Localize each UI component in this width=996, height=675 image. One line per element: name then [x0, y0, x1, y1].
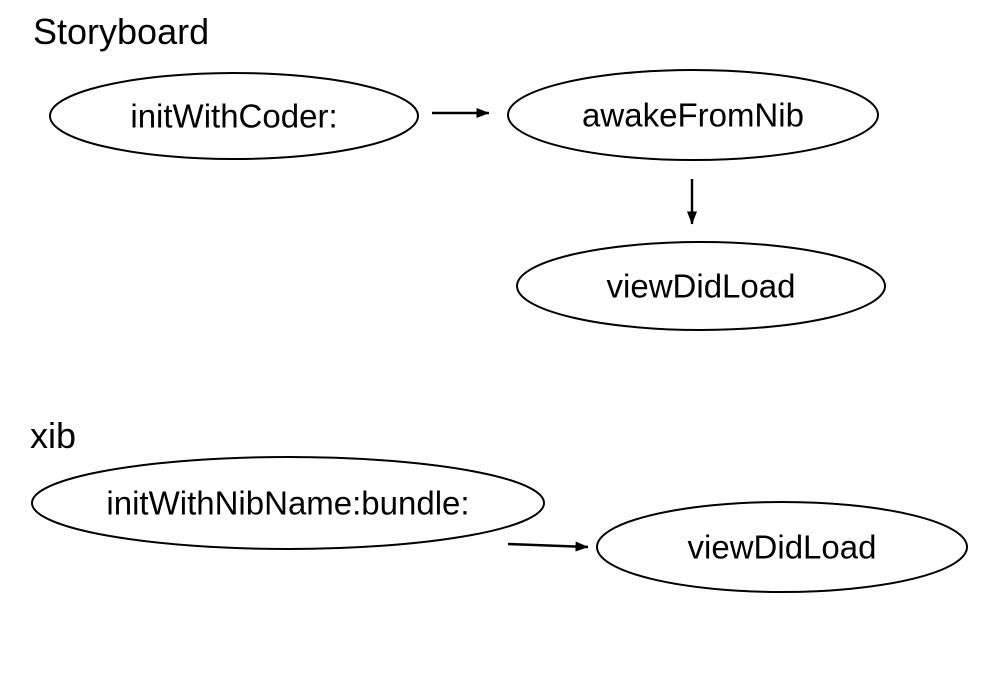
node-label-awake-from-nib: awakeFromNib — [582, 97, 804, 134]
node-awake-from-nib: awakeFromNib — [507, 69, 879, 161]
node-init-with-coder: initWithCoder: — [49, 72, 419, 160]
node-ellipse-view-did-load-xib — [596, 501, 968, 593]
node-label-init-with-coder: initWithCoder: — [130, 98, 337, 135]
node-init-with-nib-name-bundle: initWithNibName:bundle: — [31, 456, 545, 550]
node-view-did-load-xib: viewDidLoad — [596, 501, 968, 593]
arrow-initwithnibname-to-viewdidload — [507, 541, 589, 552]
section-label-xib: xib — [30, 415, 76, 456]
node-ellipse-view-did-load-storyboard — [516, 241, 886, 331]
node-view-did-load-storyboard: viewDidLoad — [516, 241, 886, 331]
node-ellipse-init-with-coder — [49, 72, 419, 160]
node-label-view-did-load-xib: viewDidLoad — [688, 529, 877, 566]
node-label-view-did-load-storyboard: viewDidLoad — [607, 268, 796, 305]
node-ellipse-init-with-nib-name-bundle — [31, 456, 545, 550]
node-label-init-with-nib-name-bundle: initWithNibName:bundle: — [106, 485, 469, 522]
section-label-storyboard: Storyboard — [33, 11, 209, 52]
node-ellipse-awake-from-nib — [507, 69, 879, 161]
